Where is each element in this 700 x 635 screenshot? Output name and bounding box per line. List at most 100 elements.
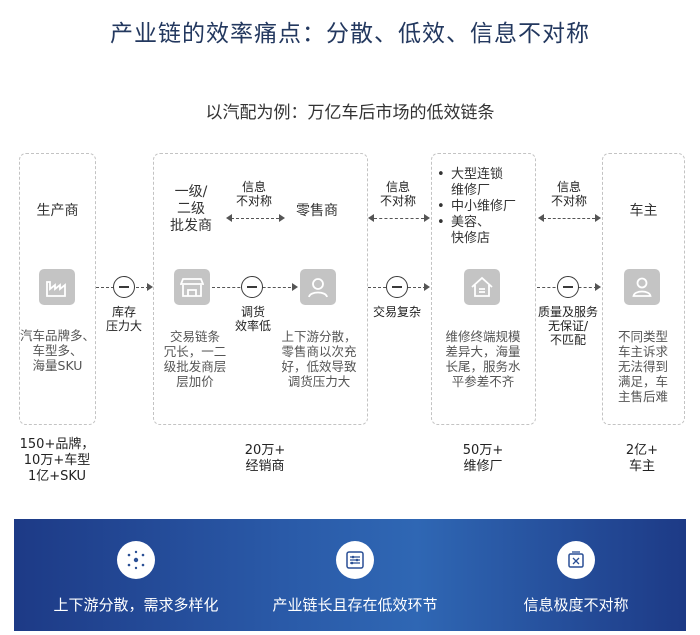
count-line: 150+品牌， <box>19 437 95 452</box>
person-icon <box>300 269 336 305</box>
info-asymmetry-label: 信息 不对称 <box>372 180 424 208</box>
info-line: 不对称 <box>379 194 416 208</box>
count-line: 经销商 <box>245 459 285 474</box>
count-line: 车主 <box>628 459 655 474</box>
pain-line: 效率低 <box>234 319 271 333</box>
wholesaler-desc-line: 层加价 <box>176 374 214 389</box>
dealer-count: 20万+ 经销商 <box>230 443 300 475</box>
banner-item-label: 上下游分散，需求多样化 <box>53 596 219 614</box>
sliders-icon <box>336 541 374 579</box>
producer-desc: 汽车品牌多、 车型多、 海量SKU <box>17 328 98 373</box>
producer-desc-line: 车型多、 <box>32 343 83 358</box>
count-line: 20万+ <box>244 443 286 458</box>
page-subtitle: 以汽配为例：万亿车后市场的低效链条 <box>205 103 495 123</box>
info-line: 信息 <box>241 180 266 194</box>
pain-line: 质量及服务 <box>537 305 598 319</box>
store-icon <box>174 269 210 305</box>
info-box-icon <box>557 541 595 579</box>
pain-label: 交易复杂 <box>366 305 428 319</box>
repair-type-list: •大型连锁维修厂 •中小维修厂 •美容、快修店 <box>437 167 537 247</box>
owner-desc-line: 车主诉求 <box>617 344 668 359</box>
count-line: 维修厂 <box>463 459 503 474</box>
arrow-right-icon <box>595 283 601 291</box>
list-item: •美容、快修店 <box>437 215 491 246</box>
owner-desc-line: 无法得到 <box>617 359 668 374</box>
info-line: 信息 <box>556 180 581 194</box>
owner-desc-line: 不同类型 <box>617 329 668 344</box>
minus-circle-icon <box>557 276 579 298</box>
pain-line: 压力大 <box>105 319 142 333</box>
pain-line: 调货 <box>240 305 265 319</box>
scatter-icon <box>117 541 155 579</box>
owner-box <box>602 153 685 425</box>
user-icon <box>624 269 660 305</box>
wholesaler-name: 一级/ 二级 批发商 <box>161 184 221 235</box>
owner-desc-line: 满足，车 <box>617 374 668 389</box>
repair-desc-line: 平参差不齐 <box>451 374 515 389</box>
retailer-desc: 上下游分散， 零售商以次充 好，低效导致 调货压力大 <box>276 329 362 389</box>
minus-circle-icon <box>241 276 263 298</box>
wholesaler-name-line: 一级/ <box>174 184 208 200</box>
arrow-right-icon <box>279 214 285 222</box>
info-asymmetry-label: 信息 不对称 <box>229 180 279 208</box>
page-title: 产业链的效率痛点：分散、低效、信息不对称 <box>110 21 590 47</box>
list-item-text: 维修厂 <box>451 183 491 198</box>
list-item-text: 大型连锁 <box>451 167 504 182</box>
count-line: 50万+ <box>462 443 504 458</box>
owner-name: 车主 <box>629 203 658 219</box>
producer-desc-line: 海量SKU <box>32 358 83 373</box>
count-line: 1亿+SKU <box>27 469 87 484</box>
info-line-dash <box>231 218 279 219</box>
pain-label: 调货 效率低 <box>227 305 279 333</box>
retailer-desc-line: 零售商以次充 <box>281 344 357 359</box>
pain-label: 库存 压力大 <box>99 305 149 333</box>
banner-item-label: 信息极度不对称 <box>523 596 629 614</box>
wholesaler-desc: 交易链条 冗长，一二 级批发商层 层加价 <box>160 329 230 389</box>
pain-line: 不匹配 <box>549 333 586 347</box>
info-line: 不对称 <box>550 194 587 208</box>
retailer-desc-line: 调货压力大 <box>287 374 351 389</box>
arrow-left-icon <box>226 214 232 222</box>
arrow-left-icon <box>538 214 544 222</box>
banner-item-label: 产业链长且存在低效环节 <box>272 596 438 614</box>
producer-desc-line: 汽车品牌多、 <box>19 328 95 343</box>
arrow-right-icon <box>595 214 601 222</box>
pain-line: 库存 <box>111 305 136 319</box>
arrow-left-icon <box>368 214 374 222</box>
retailer-desc-line: 好，低效导致 <box>281 359 357 374</box>
arrow-right-icon <box>292 283 298 291</box>
repair-desc: 维修终端规模 差异大，海量 长尾，服务水 平参差不齐 <box>435 329 531 389</box>
owner-count: 2亿+ 车主 <box>607 443 677 475</box>
wholesaler-name-line: 二级 <box>177 201 205 217</box>
retailer-name: 零售商 <box>296 203 338 219</box>
info-line-dash <box>543 218 595 219</box>
owner-desc: 不同类型 车主诉求 无法得到 满足，车 主售后难 <box>605 329 681 404</box>
info-line-dash <box>374 218 424 219</box>
list-item: •中小维修厂 <box>437 199 517 214</box>
retailer-desc-line: 上下游分散， <box>281 329 357 344</box>
pain-label: 质量及服务 无保证/ 不匹配 <box>535 305 601 347</box>
wholesaler-desc-line: 级批发商层 <box>163 359 227 374</box>
house-icon <box>464 269 500 305</box>
minus-circle-icon <box>113 276 135 298</box>
producer-box <box>19 153 96 425</box>
list-item: •大型连锁维修厂 <box>437 167 504 198</box>
wholesaler-desc-line: 交易链条 <box>169 329 220 344</box>
repair-desc-line: 差异大，海量 <box>445 344 521 359</box>
repair-desc-line: 长尾，服务水 <box>445 359 521 374</box>
info-line: 不对称 <box>235 194 272 208</box>
owner-desc-line: 主售后难 <box>617 389 668 404</box>
info-line: 信息 <box>385 180 410 194</box>
wholesaler-name-line: 批发商 <box>170 218 212 234</box>
wholesaler-desc-line: 冗长，一二 <box>163 344 227 359</box>
count-line: 2亿+ <box>625 443 659 458</box>
arrow-right-icon <box>147 283 153 291</box>
producer-name: 生产商 <box>36 203 79 219</box>
pain-line: 交易复杂 <box>372 305 421 319</box>
pain-line: 无保证/ <box>547 319 589 333</box>
list-item-text: 快修店 <box>451 231 491 246</box>
arrow-right-icon <box>424 283 430 291</box>
arrow-right-icon <box>424 214 430 222</box>
repair-desc-line: 维修终端规模 <box>445 329 521 344</box>
dealer-box <box>153 153 368 425</box>
